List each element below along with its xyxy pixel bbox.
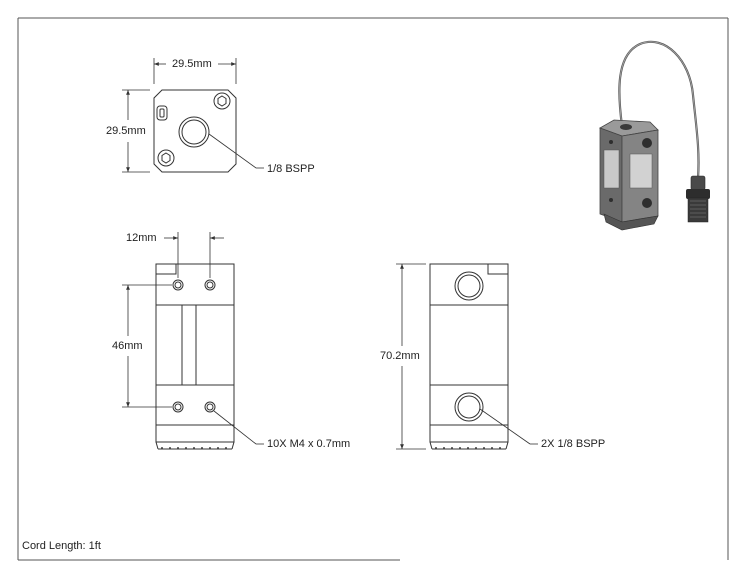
corner-screw-bottom-left [157, 149, 175, 167]
top-height-dimension [122, 89, 150, 173]
side-base-ticks [435, 447, 501, 449]
mount-spacing-label: 46mm [112, 340, 143, 352]
top-port-label: 1/8 BSPP [267, 163, 315, 175]
top-width-dimension [153, 58, 237, 84]
thread-hole-4 [204, 401, 216, 413]
top-width-label: 29.5mm [172, 58, 212, 70]
side-port-top [454, 271, 484, 301]
ports-leader [479, 408, 538, 445]
hole-spacing-label: 12mm [126, 232, 157, 244]
side-view [429, 263, 509, 450]
top-port-hole [178, 116, 210, 148]
mount-spacing-dimension [122, 284, 172, 408]
thread-hole-1 [172, 279, 184, 291]
thread-hole-3 [172, 401, 184, 413]
overall-length-dimension [396, 263, 426, 450]
m12-connector [686, 175, 710, 223]
threads-label: 10X M4 x 0.7mm [267, 438, 351, 450]
top-view [153, 89, 237, 173]
top-port-leader [208, 133, 264, 169]
side-port-bottom [454, 392, 484, 422]
threads-leader [213, 410, 264, 445]
hole-spacing-dimension [164, 232, 224, 278]
front-base-ticks [161, 447, 227, 449]
overall-length-label: 70.2mm [380, 350, 420, 362]
top-height-label: 29.5mm [106, 125, 146, 137]
sheet-border [17, 17, 729, 561]
led-indicator [156, 105, 168, 121]
cord-length-note: Cord Length: 1ft [22, 540, 101, 552]
front-view [155, 263, 235, 450]
corner-screw-top-right [213, 92, 231, 110]
thread-hole-2 [204, 279, 216, 291]
isometric-render [599, 40, 710, 231]
ports-label: 2X 1/8 BSPP [541, 438, 606, 450]
